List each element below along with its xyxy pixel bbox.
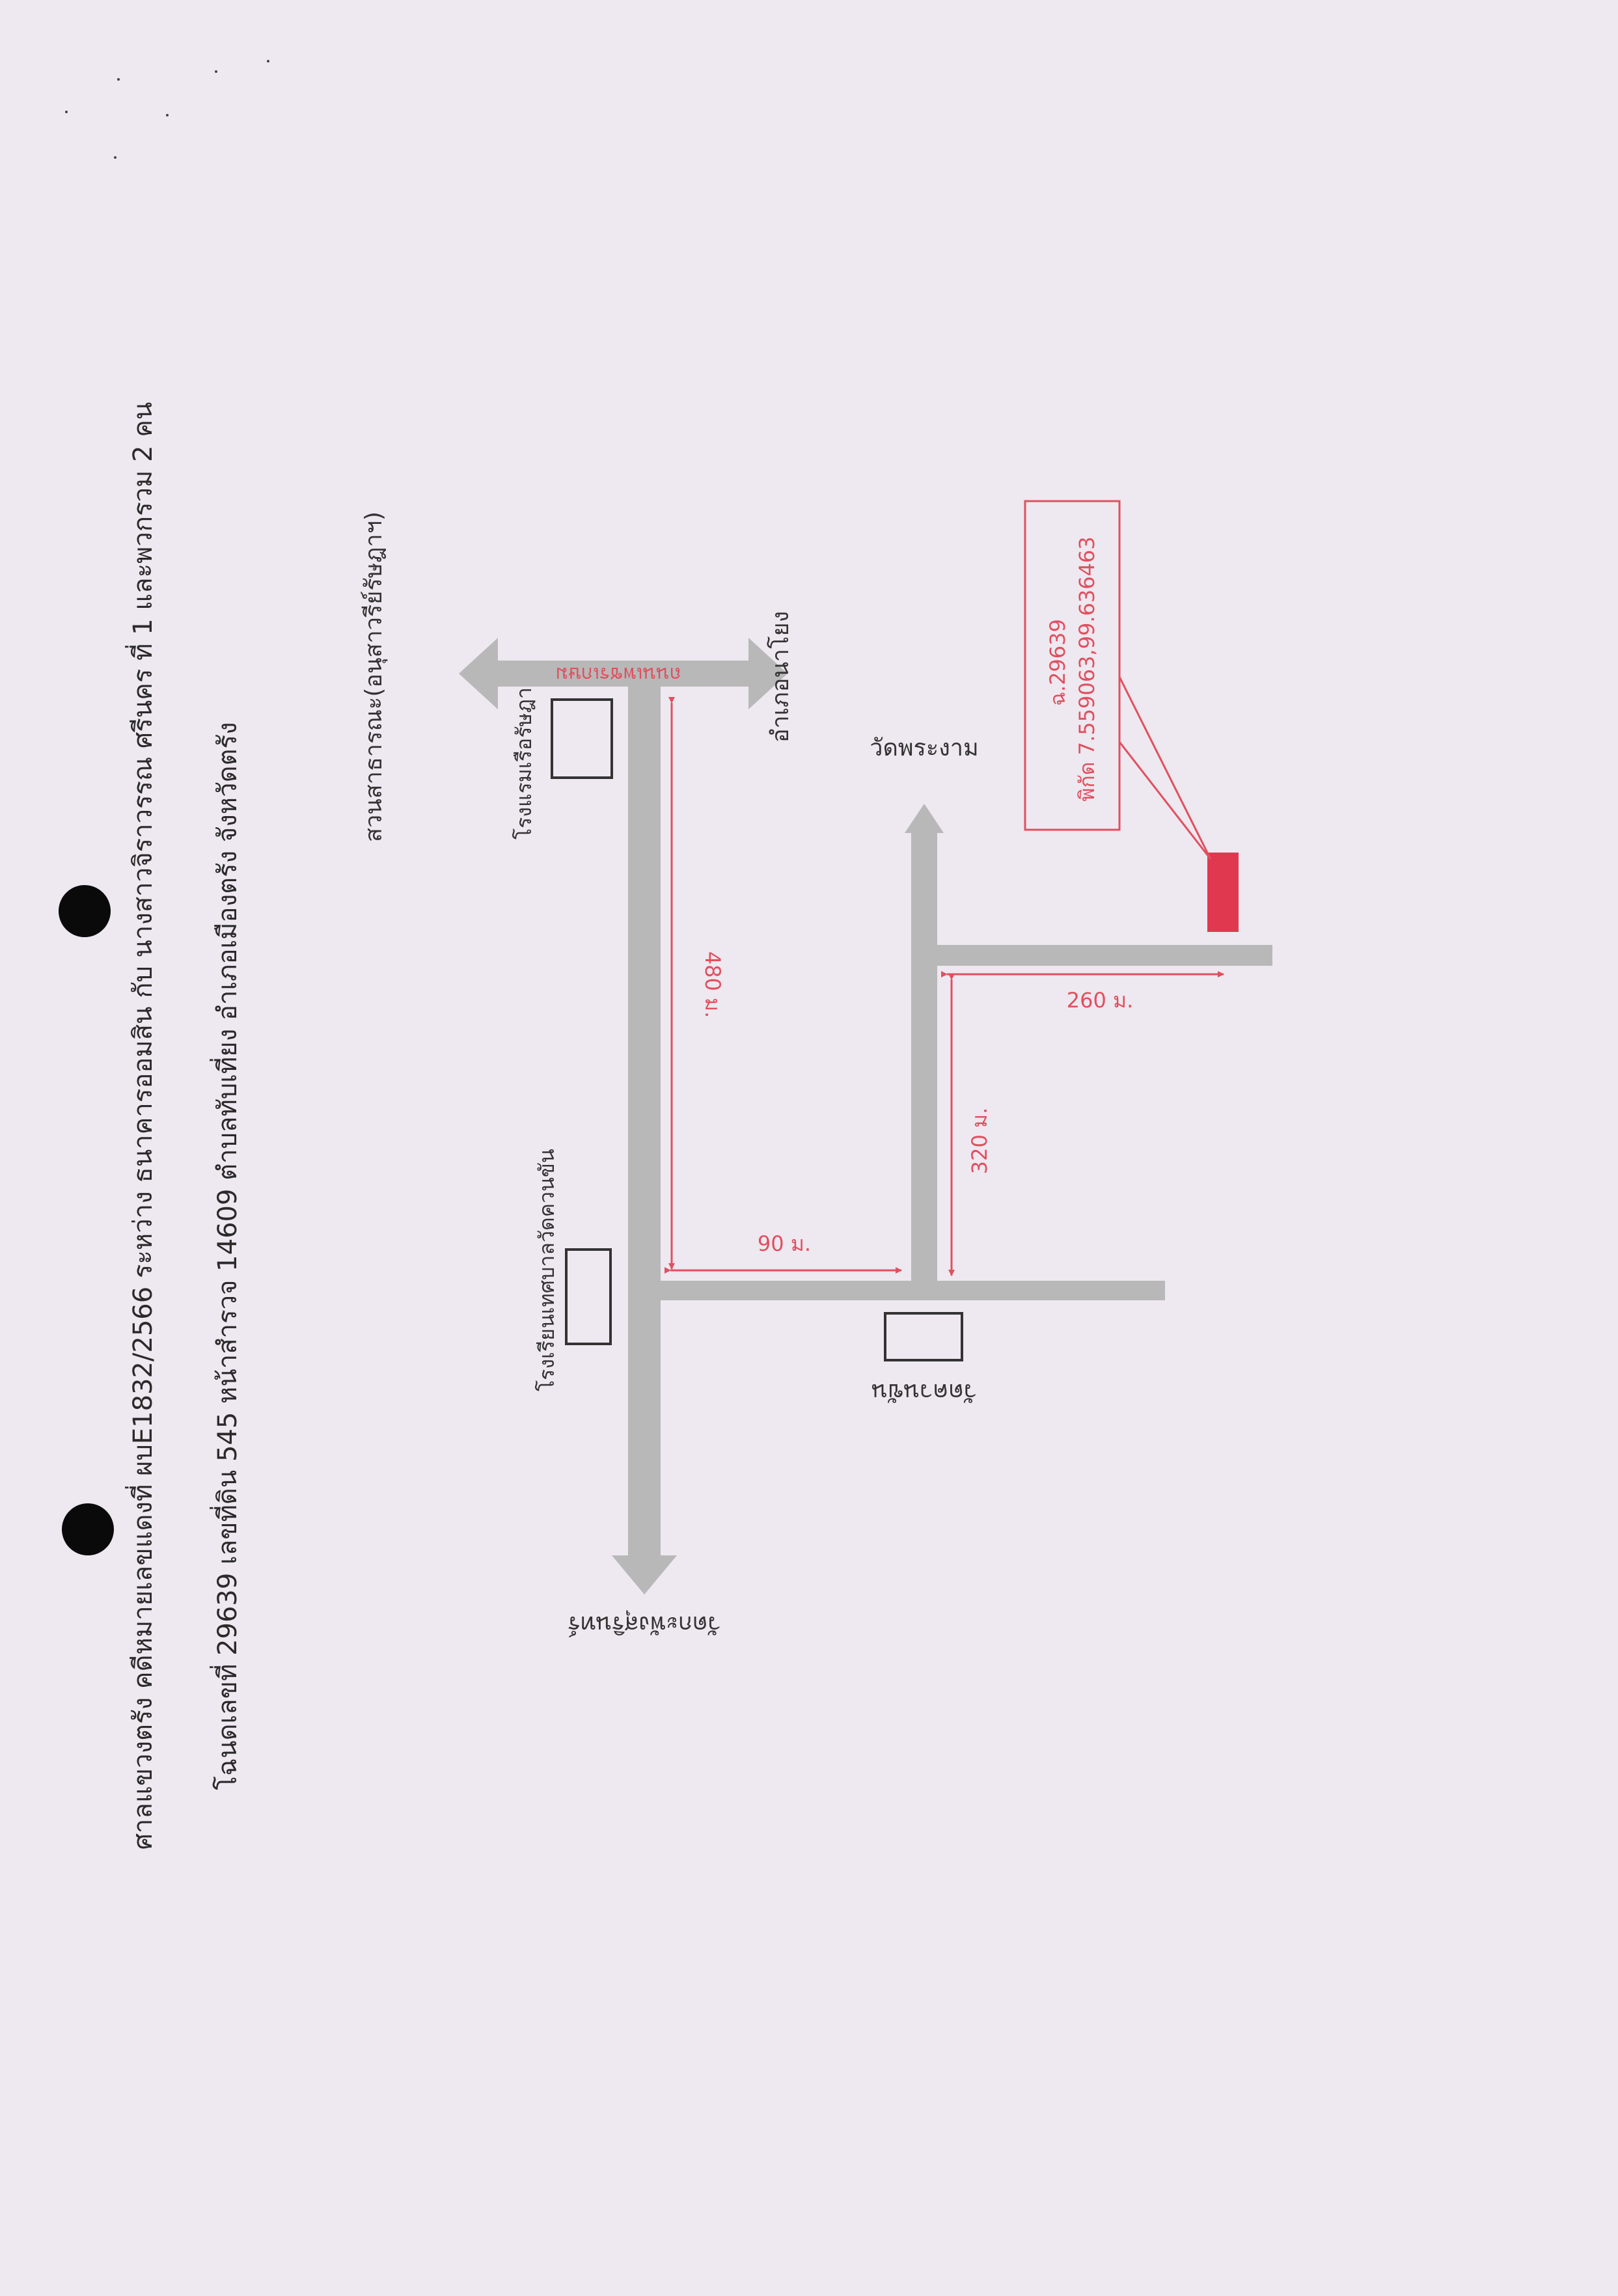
speck (65, 111, 68, 113)
side-road-horizontal (937, 945, 1272, 966)
speck (114, 156, 117, 159)
hotel-building (551, 698, 613, 779)
speck (215, 70, 217, 73)
label-temple: วัดควนขัน (871, 1378, 977, 1405)
property-marker (1207, 853, 1239, 932)
branch-road-lower (661, 1281, 1165, 1300)
speck (267, 60, 269, 62)
temple-building (884, 1312, 963, 1361)
label-school: โรงเรียนเทศบาลวัดควนขัน (534, 1149, 559, 1391)
label-hotel: โรงแรมเรือรัษฎา (512, 687, 536, 840)
label-distance-260: 260 ม. (1066, 988, 1134, 1013)
label-distance-90: 90 ม. (757, 1231, 812, 1256)
label-distance-480: 480 ม. (700, 951, 725, 1018)
label-dest-bottom: วัดกะพังสุรินทร์ (568, 1611, 721, 1637)
speck (117, 78, 120, 81)
main-road (612, 687, 677, 1594)
label-distance-320: 320 ม. (967, 1107, 992, 1175)
speck (166, 114, 169, 116)
callout-box (1024, 500, 1121, 831)
callout-coords: พิกัด 7.559063,99.636463 (1075, 536, 1099, 802)
callout-deed: ฉ.29639 (1045, 619, 1070, 706)
label-dest-right: อำเภอนาโยง (767, 610, 794, 743)
punch-hole-bottom (62, 1503, 114, 1555)
phetkasem-road (459, 638, 788, 709)
school-building (565, 1248, 612, 1345)
label-dest-left: สวนสาธารณะ(อนุสาวรีย์รัษฎาฯ) (361, 511, 387, 843)
punch-hole-top (59, 885, 111, 937)
side-road-vertical (905, 804, 944, 1281)
label-phetkasem-road: ถนนเพชรเกษม (555, 663, 681, 685)
label-dest-up: วัดพระงาม (870, 735, 979, 761)
callout-pointer (1118, 676, 1212, 860)
